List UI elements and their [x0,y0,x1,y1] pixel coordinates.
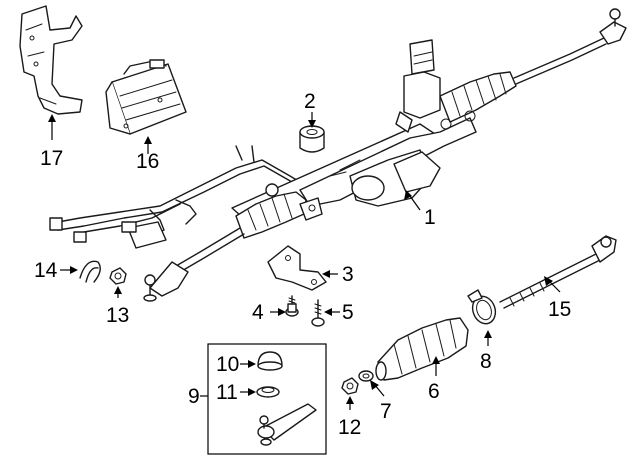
callout-17: 17 [40,147,63,170]
arrowhead-17 [48,114,56,122]
arrowhead-10 [248,360,256,368]
callout-8: 8 [480,350,492,373]
dust-boot-drawing [257,351,283,371]
arrowhead-13 [114,286,122,294]
arrowhead-7 [370,380,379,390]
callout-13: 13 [106,304,129,327]
callout-6: 6 [428,380,440,403]
callout-5: 5 [342,301,354,324]
callout-9: 9 [188,385,200,408]
boot-clamp-7-drawing [358,370,374,382]
steering-gear-drawing [143,8,627,302]
arrowhead-12 [346,396,354,404]
bolt-5-drawing [311,299,325,327]
leader-1 [409,195,421,211]
boot-drawing [375,317,469,381]
callout-11: 11 [216,381,238,404]
arrowhead-4 [278,308,286,316]
arrowhead-5 [324,308,332,316]
arrowhead-3 [322,270,330,278]
control-module-drawing [105,59,187,135]
module-bracket-drawing [19,5,83,115]
callout-3: 3 [342,263,354,286]
nut-13-drawing [109,267,127,285]
clip-drawing [79,260,101,283]
tie-rod-end-drawing [257,403,317,446]
arrowhead-14 [70,266,78,274]
inner-tie-rod-drawing [499,235,617,309]
boot-clamp-8-drawing [467,289,497,325]
callout-16: 16 [136,150,159,173]
callout-4: 4 [252,301,264,324]
arrowhead-8 [484,330,492,338]
arrowhead-16 [144,136,152,144]
mount-bushing-drawing [299,125,325,153]
callout-14: 14 [34,259,58,282]
arrowhead-11 [248,388,256,396]
wiring-harness-drawing [49,145,313,249]
callout-7: 7 [380,400,392,423]
bracket-drawing [267,245,327,291]
arrowhead-6 [432,356,440,364]
bolt-4-drawing [285,295,299,317]
kit-box [207,343,327,455]
callout-1: 1 [424,206,436,229]
callout-15: 15 [548,298,571,321]
callout-10: 10 [216,353,239,376]
arrowhead-2 [308,120,316,128]
arrowhead-1 [404,190,412,200]
arrowhead-15 [544,276,553,286]
seal-drawing [256,386,280,398]
callout-12: 12 [338,416,361,439]
nut-12-drawing [341,377,359,395]
callout-2: 2 [304,90,316,113]
